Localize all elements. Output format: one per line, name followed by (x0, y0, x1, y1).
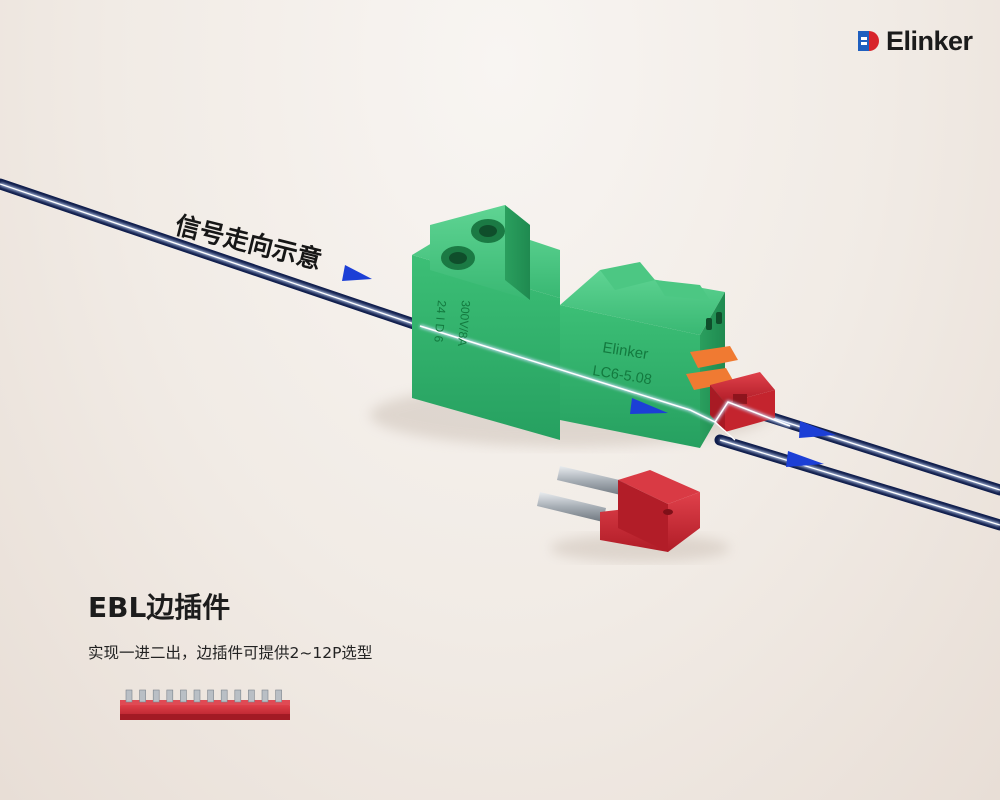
connector-body (412, 205, 775, 448)
arrow-icon (630, 398, 668, 414)
strip-pin (166, 689, 174, 703)
strip-pin (139, 689, 146, 703)
strip-pin (248, 689, 255, 703)
multi-pin-strip (120, 689, 290, 720)
product-title: EBL边插件 (88, 591, 231, 624)
strip-pin (125, 689, 133, 703)
strip-pin (180, 689, 187, 703)
connector-part-label: 24 I D 6 (431, 300, 449, 343)
strip-pin (261, 689, 269, 703)
strip-pin (234, 689, 242, 703)
output-wire-lower (714, 434, 1000, 531)
arrow-icon (799, 421, 836, 438)
loose-jumper (537, 466, 700, 552)
product-subtitle: 实现一进二出，边插件可提供2~12P选型 (88, 644, 373, 662)
strip-pin (275, 689, 282, 703)
brand-logo-icon (858, 31, 879, 51)
output-wire-upper (754, 408, 1000, 496)
strip-pin (207, 689, 214, 703)
elinker-logo: Elinker (856, 24, 980, 58)
strip-pin (193, 689, 201, 703)
signal-path (419, 324, 791, 441)
brand-name: Elinker (886, 25, 973, 56)
input-wire (0, 178, 426, 332)
connector-rating-label: 300V/8A (455, 300, 473, 347)
jumper-shadow (550, 534, 730, 562)
arrow-icon (786, 451, 824, 467)
connector-brand-label: Elinker (601, 339, 649, 363)
strip-pin (152, 689, 160, 703)
strip-pin (220, 689, 228, 703)
arrow-icon (342, 265, 372, 281)
